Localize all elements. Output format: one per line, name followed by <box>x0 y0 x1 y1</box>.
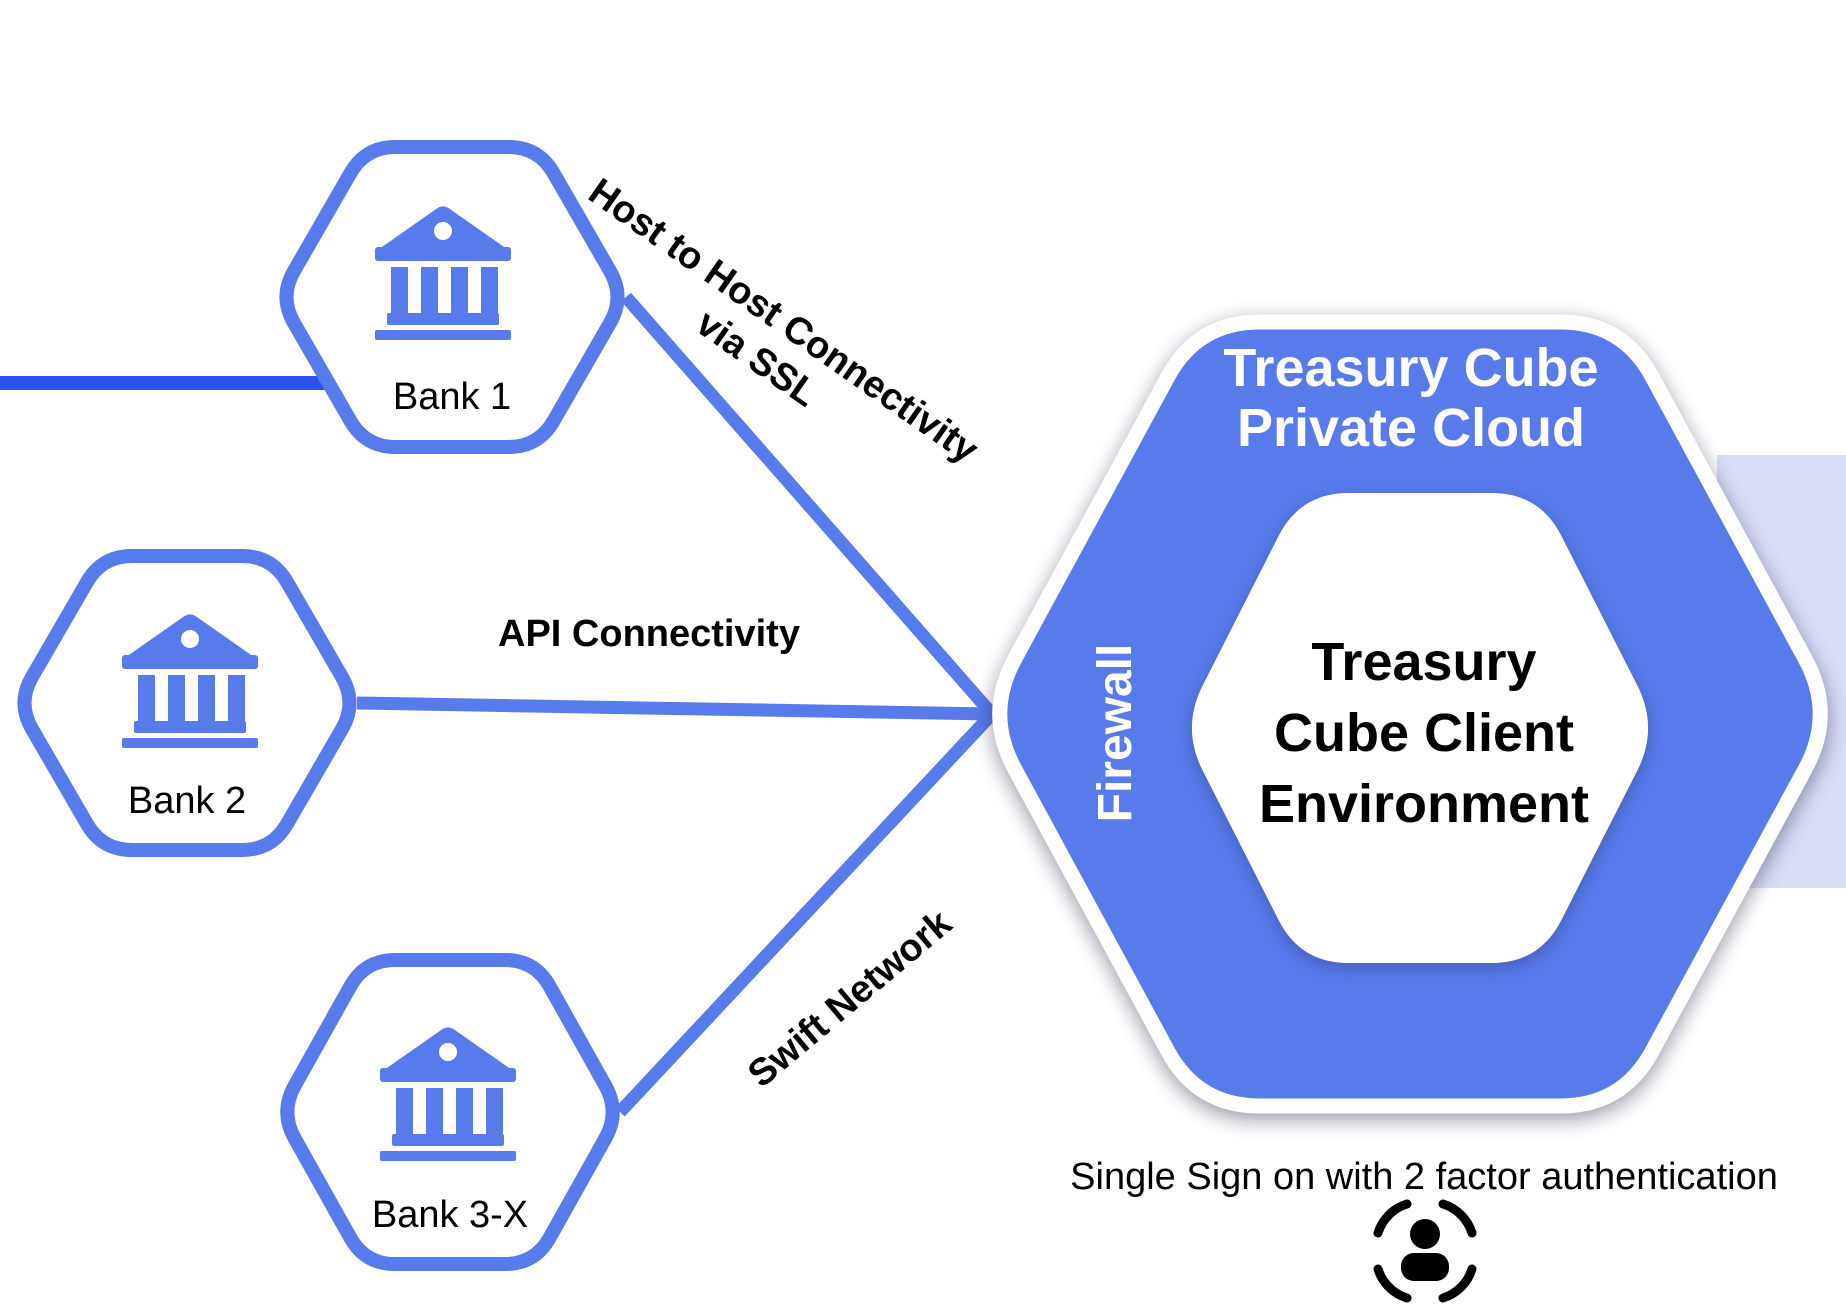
bank2-hexagon <box>17 549 357 857</box>
bank3-label: Bank 3-X <box>371 1194 529 1236</box>
client-environment-line2: Cube Client <box>1273 703 1574 763</box>
person-scan-icon <box>1373 1199 1477 1303</box>
private-cloud-title-line1: Treasury Cube <box>1223 338 1599 398</box>
bank2-label: Bank 2 <box>127 780 247 822</box>
sso-caption: Single Sign on with 2 factor authenticat… <box>1070 1156 1778 1198</box>
bank1-label: Bank 1 <box>392 376 512 418</box>
client-environment-hexagon <box>1191 493 1649 963</box>
host-to-host-line <box>621 292 997 719</box>
api-connectivity-label: API Connectivity <box>498 613 800 655</box>
private-cloud-title-line2: Private Cloud <box>1236 398 1586 458</box>
swift-line <box>615 709 997 1117</box>
client-environment-line3: Environment <box>1258 774 1590 834</box>
bank3-hexagon <box>280 953 620 1271</box>
api-line <box>356 696 993 721</box>
private-cloud-title: Treasury Cube Private Cloud <box>1111 338 1711 458</box>
client-environment-title: Treasury Cube Client Environment <box>1124 627 1724 840</box>
client-environment-line1: Treasury <box>1311 632 1537 692</box>
